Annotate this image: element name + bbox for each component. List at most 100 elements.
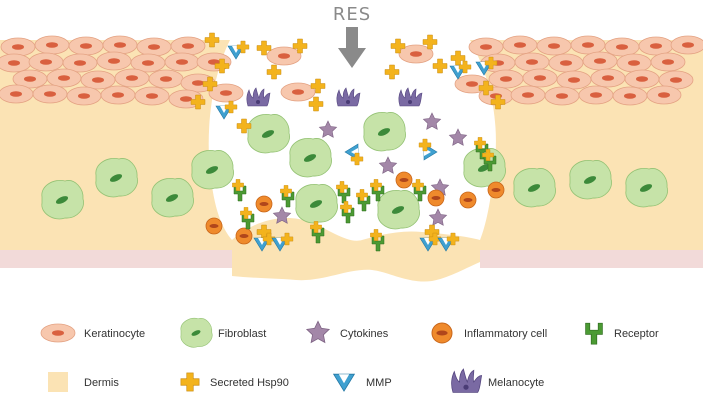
down-arrow-icon xyxy=(338,27,366,68)
melanocyte xyxy=(336,87,361,107)
fibroblast xyxy=(295,183,339,224)
keratinocyte xyxy=(0,37,36,57)
inflammatory-cell xyxy=(255,195,273,213)
basement-membrane xyxy=(480,250,703,268)
legend-label: Inflammatory cell xyxy=(464,328,547,340)
keratinocyte xyxy=(488,69,524,89)
keratinocyte xyxy=(28,52,64,72)
keratinocyte xyxy=(578,85,614,105)
keratinocyte xyxy=(582,51,618,71)
keratinocyte xyxy=(46,68,82,88)
keratinocyte xyxy=(616,53,652,73)
keratinocyte xyxy=(638,36,674,56)
receptor-hsp90 xyxy=(232,179,246,201)
keratinocyte xyxy=(514,52,550,72)
mmp-hsp90-complex xyxy=(345,144,363,165)
legend-item-hsp90: Secreted Hsp90 xyxy=(180,372,289,392)
keratinocyte xyxy=(670,35,703,55)
fibroblast xyxy=(151,177,195,218)
legend-label: MMP xyxy=(366,377,392,389)
legend: Keratinocyte Fibroblast Cytokines Inflam… xyxy=(40,317,659,393)
legend-label: Melanocyte xyxy=(488,377,544,389)
legend-item-receptor: Receptor xyxy=(585,322,659,345)
legend-item-dermis: Dermis xyxy=(48,372,119,392)
keratinocyte xyxy=(544,86,580,106)
legend-label: Fibroblast xyxy=(218,328,266,340)
keratinocyte xyxy=(266,46,302,66)
keratinocyte xyxy=(114,68,150,88)
legend-label: Dermis xyxy=(84,377,119,389)
keratinocyte xyxy=(522,68,558,88)
secreted-hsp90 xyxy=(384,64,400,80)
keratinocyte xyxy=(164,52,200,72)
keratinocyte xyxy=(134,86,170,106)
fibroblast xyxy=(95,157,139,198)
inflammatory-cell xyxy=(427,189,445,207)
fibroblast xyxy=(247,113,291,154)
keratinocyte xyxy=(510,85,546,105)
keratinocyte xyxy=(96,51,132,71)
keratinocyte xyxy=(68,36,104,56)
keratinocyte xyxy=(0,53,32,73)
inflammatory-cell xyxy=(205,217,223,235)
wound-healing-diagram: RES xyxy=(0,4,703,282)
receptor-hsp90 xyxy=(336,181,350,203)
keratinocyte xyxy=(556,70,592,90)
inflammatory-cell xyxy=(487,181,505,199)
mmp-hsp90-complex xyxy=(216,101,237,119)
wound-bed-dermis xyxy=(232,218,480,282)
melanocyte xyxy=(246,87,271,107)
receptor-hsp90 xyxy=(280,185,294,207)
stimulus-label: RES xyxy=(333,4,371,25)
keratinocyte xyxy=(0,84,34,104)
keratinocyte xyxy=(148,69,184,89)
keratinocyte xyxy=(548,53,584,73)
melanocyte xyxy=(398,87,423,107)
receptor-hsp90 xyxy=(340,201,354,223)
legend-item-melanocyte: Melanocyte xyxy=(451,368,544,393)
secreted-hsp90 xyxy=(432,58,448,74)
legend-label: Keratinocyte xyxy=(84,328,145,340)
mmp-hsp90-complex xyxy=(228,41,249,59)
cytokine xyxy=(429,208,447,226)
inflammatory-cell xyxy=(235,227,253,245)
cytokine xyxy=(449,128,467,146)
legend-item-inflammatory-cell: Inflammatory cell xyxy=(431,322,547,344)
legend-item-fibroblast: Fibroblast xyxy=(180,317,266,348)
cytokine xyxy=(379,156,397,174)
keratinocyte xyxy=(136,37,172,57)
legend-item-mmp: MMP xyxy=(332,373,392,392)
keratinocyte xyxy=(80,70,116,90)
receptor-hsp90 xyxy=(240,207,254,229)
keratinocyte xyxy=(34,35,70,55)
legend-label: Receptor xyxy=(614,328,659,340)
fibroblast xyxy=(513,167,557,208)
inflammatory-cell xyxy=(459,191,477,209)
keratinocyte xyxy=(646,85,682,105)
fibroblast xyxy=(289,137,333,178)
fibroblast xyxy=(41,179,85,220)
keratinocyte xyxy=(100,85,136,105)
keratinocyte xyxy=(650,52,686,72)
legend-item-keratinocyte: Keratinocyte xyxy=(40,323,145,343)
fibroblast xyxy=(377,189,421,230)
legend-item-cytokines: Cytokines xyxy=(305,320,389,344)
keratinocyte xyxy=(170,36,206,56)
keratinocyte xyxy=(570,35,606,55)
secreted-hsp90 xyxy=(308,96,324,112)
legend-label: Cytokines xyxy=(340,328,389,340)
keratinocyte xyxy=(280,82,316,102)
basement-membrane xyxy=(0,250,232,268)
inflammatory-cell xyxy=(395,171,413,189)
keratinocyte xyxy=(604,37,640,57)
cytokine xyxy=(319,120,337,138)
keratinocyte xyxy=(102,35,138,55)
fibroblast xyxy=(569,159,613,200)
keratinocyte xyxy=(66,86,102,106)
fibroblast xyxy=(363,111,407,152)
keratinocyte xyxy=(32,84,68,104)
secreted-hsp90 xyxy=(266,64,282,80)
keratinocyte xyxy=(502,35,538,55)
fibroblast xyxy=(625,167,669,208)
cytokine xyxy=(423,112,441,130)
